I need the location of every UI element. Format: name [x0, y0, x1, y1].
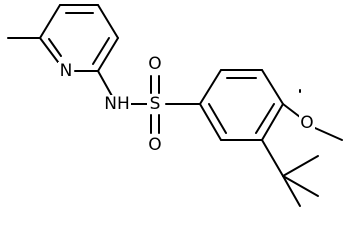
bond-benzene-methoxy-o [282, 103, 301, 118]
pyridine-n-label: N [60, 61, 73, 81]
methoxy-o-bg [299, 114, 315, 132]
bond-methoxy-methyl [314, 127, 343, 141]
atom-labels: N NH S O O O [58, 54, 315, 155]
bond-pyridine-4 [97, 37, 119, 72]
bond-benzene-3 [261, 69, 284, 105]
bond-tbutyl-methyl-3 [282, 175, 301, 207]
bond-pyridine-double-c [48, 38, 62, 57]
bond-tbutyl-methyl-2 [282, 175, 319, 197]
bond-pyridine-1 [39, 4, 61, 39]
chemical-structure-diagram: N NH S O O O [7, 4, 343, 207]
bond-pyridine-nh [97, 70, 113, 97]
bond-benzene-double-b [255, 103, 275, 134]
bond-benzene-double-c [208, 103, 227, 134]
bond-benzene-1 [199, 69, 222, 105]
bond-benzene-4 [261, 103, 284, 141]
methoxy-o-label: O [300, 113, 313, 133]
oxygen-top-label: O [148, 54, 161, 74]
oxygen-bottom-label: O [148, 135, 161, 155]
bond-benzene-tbutyl [261, 139, 284, 177]
bond-benzene-6 [199, 103, 222, 141]
sulfonamide-nh-label: NH [104, 94, 130, 114]
bond-pyridine-6 [39, 37, 59, 63]
bond-pyridine-double-b [92, 37, 110, 65]
nh-bg [103, 95, 131, 113]
sulfur-label: S [150, 94, 161, 114]
bonds [7, 4, 343, 207]
bond-pyridine-3 [97, 4, 119, 39]
bond-tbutyl-methyl-1 [282, 155, 319, 177]
sulfur-bg [147, 95, 163, 113]
pyridine-n-bg [58, 62, 74, 80]
